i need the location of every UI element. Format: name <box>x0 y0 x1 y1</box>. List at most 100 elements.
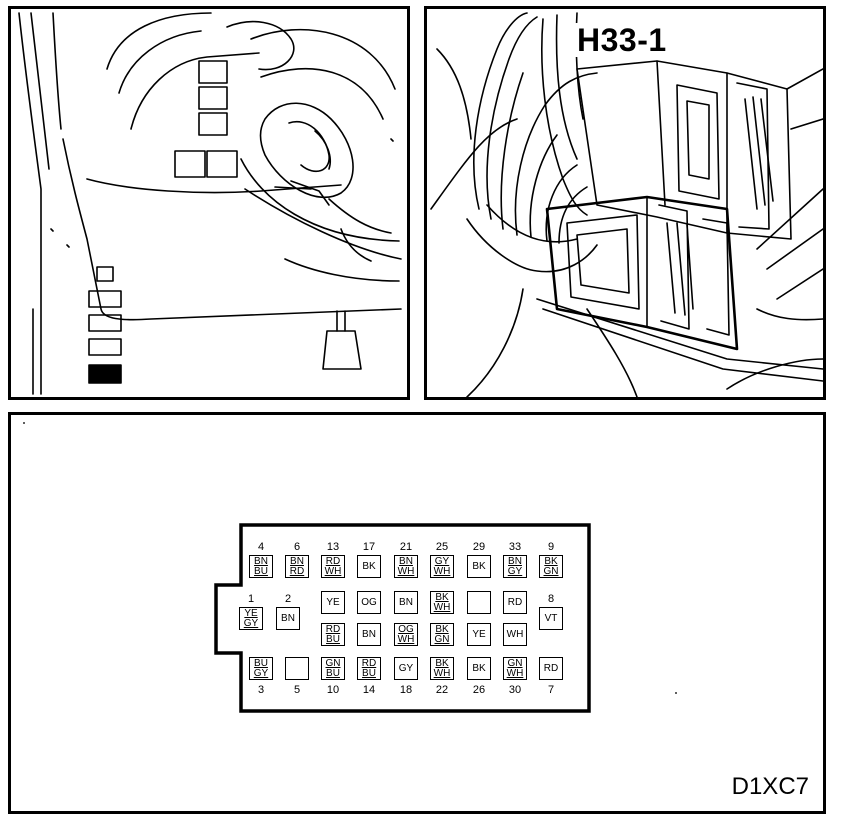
pin-number: 7 <box>547 684 555 696</box>
pin-number: 3 <box>257 684 265 696</box>
wire-color-code: RD <box>361 657 377 669</box>
pin-cavity: BN <box>276 607 300 630</box>
wire-color-code: VT <box>544 612 558 624</box>
wire-color-code: WH <box>433 601 451 613</box>
wire-color-code: BU <box>326 667 340 679</box>
pin-number: 14 <box>362 684 376 696</box>
wire-color-code: BN <box>399 596 413 608</box>
wire-color-code: BN <box>508 555 522 567</box>
wire-color-code: GY <box>507 565 523 577</box>
pin-number: 4 <box>257 541 265 553</box>
figure-code: D1XC7 <box>731 773 809 800</box>
wire-color-code: YE <box>326 596 340 608</box>
pin-number: 21 <box>399 541 413 553</box>
pin-number: 30 <box>508 684 522 696</box>
wire-color-code: BN <box>399 555 413 567</box>
pin-number: 25 <box>435 541 449 553</box>
wire-color-code: BU <box>362 667 376 679</box>
wire-color-code: WH <box>397 565 415 577</box>
wire-color-code: WH <box>433 667 451 679</box>
pin-number: 33 <box>508 541 522 553</box>
pin-cavity: BN <box>357 623 381 646</box>
wire-color-code: GY <box>243 617 259 629</box>
wire-color-code: BK <box>435 591 449 603</box>
pin-cavity: BK <box>357 555 381 578</box>
wire-color-code: YE <box>244 607 258 619</box>
connector-photo-illustration <box>430 12 823 397</box>
pin-cavity: RD <box>539 657 563 680</box>
wire-color-code: BN <box>254 555 268 567</box>
wire-color-code: YE <box>472 628 486 640</box>
pin-number: 26 <box>472 684 486 696</box>
wire-color-code: BN <box>281 612 295 624</box>
location-view-panel <box>8 6 410 400</box>
pin-number: 2 <box>284 593 292 605</box>
wire-color-code: BK <box>435 623 449 635</box>
dashboard-illustration <box>18 12 402 395</box>
wire-color-code: RD <box>543 662 559 674</box>
wire-color-code: GN <box>434 633 450 645</box>
wire-color-code: RD <box>325 623 341 635</box>
pin-number: 8 <box>547 593 555 605</box>
wire-color-code: BU <box>254 565 268 577</box>
wire-color-code: BU <box>326 633 340 645</box>
pin-number: 9 <box>547 541 555 553</box>
pin-cavity <box>467 591 491 614</box>
connector-closeup-panel: H33-1 <box>424 6 826 400</box>
wire-color-code: RD <box>289 565 305 577</box>
wire-color-code: BK <box>472 560 486 572</box>
pin-cavity: GY <box>394 657 418 680</box>
wire-color-code: OG <box>398 623 414 635</box>
wire-color-code: BK <box>544 555 558 567</box>
wire-color-code: RD <box>325 555 341 567</box>
pin-cavity: BK <box>467 555 491 578</box>
wire-color-code: GY <box>253 667 269 679</box>
pin-cavity: OG <box>357 591 381 614</box>
pin-number: 10 <box>326 684 340 696</box>
pin-cavity: YE <box>467 623 491 646</box>
wire-color-code: BK <box>435 657 449 669</box>
pin-number: 13 <box>326 541 340 553</box>
wire-color-code: GY <box>434 555 450 567</box>
wire-color-code: GY <box>398 662 414 674</box>
pin-cavity: BK <box>467 657 491 680</box>
pin-number: 6 <box>293 541 301 553</box>
pin-number: 5 <box>293 684 301 696</box>
wire-color-code: BN <box>290 555 304 567</box>
pin-cavity: RD <box>503 591 527 614</box>
wire-color-code: OG <box>361 596 377 608</box>
pin-cavity: WH <box>503 623 527 646</box>
wire-color-code: BN <box>362 628 376 640</box>
pin-cavity: BN <box>394 591 418 614</box>
wire-color-code: WH <box>506 667 524 679</box>
pin-number: 18 <box>399 684 413 696</box>
connector-title: H33-1 <box>573 23 671 57</box>
pin-cavity <box>285 657 309 680</box>
pin-cavity: YE <box>321 591 345 614</box>
wire-color-code: GN <box>543 565 559 577</box>
wire-color-code: WH <box>433 565 451 577</box>
wire-color-code: BK <box>472 662 486 674</box>
wire-color-code: WH <box>506 628 524 640</box>
pin-number: 29 <box>472 541 486 553</box>
pin-number: 17 <box>362 541 376 553</box>
wire-color-code: GN <box>325 657 341 669</box>
pin-number: 22 <box>435 684 449 696</box>
connector-face-outline <box>23 422 677 713</box>
